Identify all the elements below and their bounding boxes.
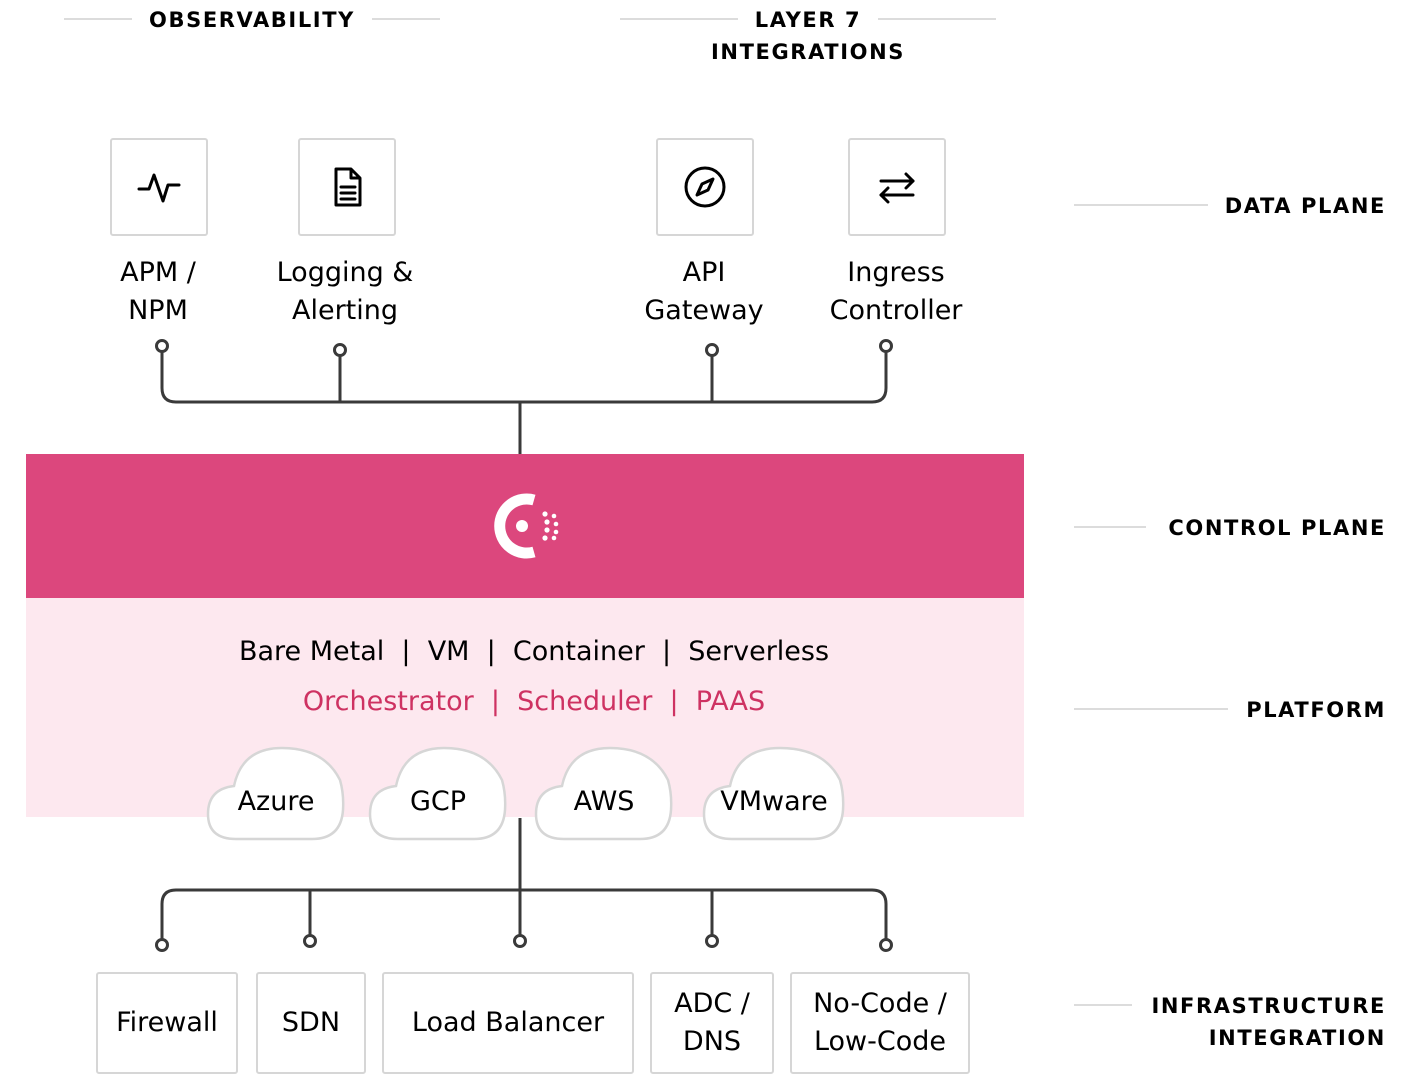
control-plane-band [26, 454, 1024, 598]
connector-node [513, 934, 527, 948]
logging-alerting-label: Logging & Alerting [276, 257, 414, 326]
connector-node [155, 339, 169, 353]
platform-band [26, 598, 1024, 817]
adc-dns-box: ADC / DNS [650, 972, 774, 1074]
platform-types-row: Bare Metal | VM | Container | Serverless [238, 636, 830, 667]
layer7-header: LAYER 7 INTEGRATIONS [711, 8, 905, 64]
ingress-controller-label: Ingress Controller [829, 257, 963, 326]
connector-node [333, 343, 347, 357]
infrastructure-label: INFRASTRUCTURE INTEGRATION [1151, 994, 1386, 1050]
document-icon [334, 167, 362, 207]
layer7-rule-right [878, 18, 996, 20]
cloud-label: AWS [574, 786, 635, 817]
data-plane-connector [155, 339, 893, 456]
connector-node [879, 938, 893, 952]
api-gateway-box [656, 138, 754, 236]
connector-node [155, 938, 169, 952]
cloud-gcp: GCP [368, 746, 507, 841]
orchestration-row: Orchestrator | Scheduler | PAAS [302, 686, 766, 717]
data-plane-rule [1074, 204, 1208, 206]
data-plane-label: DATA PLANE [1224, 194, 1386, 218]
connector-node [303, 934, 317, 948]
consul-logo-icon [494, 493, 559, 559]
cloud-label: VMware [720, 786, 828, 817]
load-balancer-box: Load Balancer [382, 972, 634, 1074]
cloud-aws: AWS [534, 746, 673, 841]
cloud-azure: Azure [206, 746, 345, 841]
infrastructure-connector [155, 818, 893, 952]
layer7-rule-left [620, 18, 738, 20]
cloud-vmware: VMware [702, 746, 845, 841]
observability-header: OBSERVABILITY [149, 8, 355, 32]
control-plane-label: CONTROL PLANE [1168, 516, 1386, 540]
apm-npm-label: APM / NPM [120, 257, 196, 326]
connector-node [879, 339, 893, 353]
cloud-label: Azure [238, 786, 315, 817]
logging-alerting-box [298, 138, 396, 236]
activity-icon [137, 173, 181, 203]
observability-rule-right [372, 18, 440, 20]
observability-rule-left [64, 18, 132, 20]
connector-node [705, 343, 719, 357]
connector-node [705, 934, 719, 948]
api-gateway-label: API Gateway [644, 257, 764, 326]
cloud-label: GCP [410, 786, 466, 817]
swap-arrows-icon [879, 172, 915, 204]
platform-label: PLATFORM [1246, 698, 1386, 722]
ingress-controller-box [848, 138, 946, 236]
platform-rule [1074, 708, 1228, 710]
compass-icon [684, 166, 726, 208]
sdn-box: SDN [256, 972, 366, 1074]
no-code-low-code-box: No-Code / Low-Code [790, 972, 970, 1074]
control-plane-rule [1074, 526, 1146, 528]
infrastructure-rule [1074, 1004, 1132, 1006]
apm-npm-box [110, 138, 208, 236]
firewall-box: Firewall [96, 972, 238, 1074]
